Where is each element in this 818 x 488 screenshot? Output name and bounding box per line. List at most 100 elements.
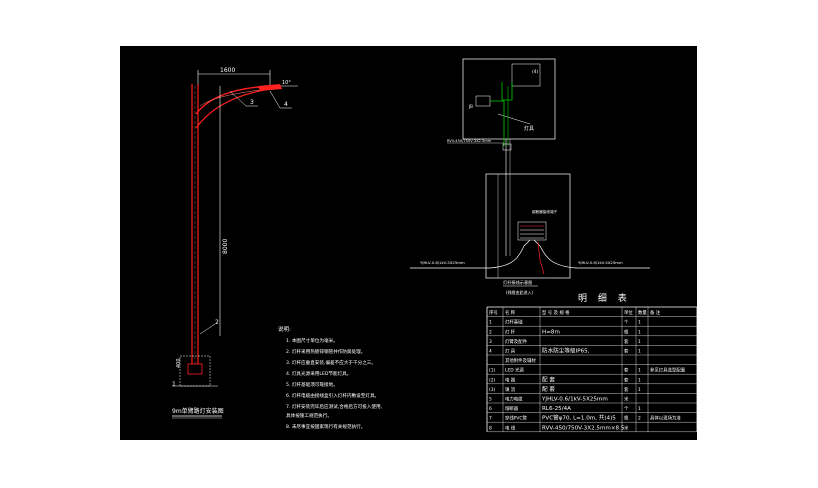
table-cell: 套	[624, 376, 629, 383]
table-cell: 具体以现场为准	[650, 415, 681, 422]
table-cell: RL6-25/4A	[542, 406, 571, 412]
note-3: 3. 灯杆应垂直安装,偏差不应大于千分之三。	[286, 359, 376, 366]
lamp-driver	[511, 63, 541, 87]
pole-foundation	[179, 355, 211, 387]
table-cell: 1	[638, 406, 641, 412]
note-2: 2. 灯杆采用热镀锌钢管并作防腐处理。	[286, 348, 365, 355]
table-cell: H=8m	[542, 329, 560, 335]
note-6: 6. 灯杆电缆由接线盒引入灯杆内敷设至灯具。	[286, 392, 379, 399]
table-title: 明 细 表	[578, 292, 631, 304]
table-cell: 配 套	[542, 375, 555, 383]
design-notes: 说明: 1. 本图尺寸单位为毫米。 2. 灯杆采用热镀锌钢管并作防腐处理。 3.…	[278, 325, 383, 430]
table-cell: 灯臂及配件	[505, 338, 528, 345]
table-cell: LED 光源	[505, 367, 524, 374]
note-5: 5. 灯杆基础须可靠接地。	[286, 381, 338, 388]
lamp-head	[258, 84, 282, 91]
table-header-cell: 数量	[638, 309, 647, 316]
note-7-cont: 具体按施工规范执行。	[286, 412, 332, 419]
table-cell: 配 套	[542, 385, 555, 393]
table-cell: 电 线	[505, 424, 516, 431]
notes-heading: 说明:	[278, 325, 291, 333]
pole-elevation: 1600 10° 8000 3 4 2 400 1 9m单臂路灯安装图	[172, 67, 298, 419]
note-7: 7. 灯杆安装完毕后应测试,合格后方可投入使用,	[286, 403, 383, 410]
table-cell: 根	[624, 415, 629, 422]
table-cell: 3	[489, 339, 492, 345]
lamp-enclosure	[462, 58, 556, 140]
table-cell: 熔断器	[505, 405, 519, 412]
table-cell: YJHLV-0.6/1kV-5X25mm	[541, 397, 608, 403]
wiring-caption-2: (线缆由此进入)	[506, 289, 534, 295]
table-cell: 米	[624, 424, 629, 431]
callout-4: 4	[284, 101, 288, 108]
junction-box	[475, 95, 491, 107]
table-cell: 1	[489, 320, 492, 326]
terminal-block	[517, 221, 547, 241]
table-header-cell: 序号	[489, 309, 498, 316]
table-cell: RVV-450/750V-3X2.5mm×8.5	[542, 425, 625, 431]
table-cell: 穿线PVC管	[505, 415, 527, 422]
table-cell: 1	[638, 329, 641, 335]
table-cell: PVC管φ70, L=1.0m, 共(4)5	[542, 414, 616, 422]
height-label: 8000	[222, 239, 229, 254]
lamp-small-label: (4)	[532, 69, 539, 75]
table-header-cell: 名 称	[505, 309, 516, 316]
cable-left	[410, 239, 531, 269]
table-cell: 套	[624, 348, 629, 355]
table-cell: 2	[638, 416, 641, 422]
left-cable-label: YJHLV-0.6/1kV-5X25mm	[420, 260, 465, 265]
table-cell: (3)	[489, 387, 496, 393]
table-cell: 5	[489, 397, 492, 403]
base-height-label: 400	[176, 358, 182, 368]
upper-cable-label: RVV-450/750V-3X2.5mm	[447, 139, 492, 143]
right-cable-label: YJHLV-0.6/1kV-5X25mm	[578, 260, 623, 265]
table-cell: 1	[638, 339, 641, 345]
note-4: 4. 灯具光源采用LED节能灯具。	[286, 370, 351, 377]
table-cell: 根	[624, 328, 629, 335]
table-cell: 参见灯具选型配置	[650, 367, 686, 374]
green-wire	[490, 100, 505, 146]
table-cell: 套	[624, 367, 629, 374]
table-header-cell: 备 注	[650, 309, 661, 316]
table-header-cell: 单位	[624, 309, 633, 316]
pole-arm-lower	[195, 88, 271, 129]
callout-1: 1	[172, 381, 176, 388]
table-cell: 防水防尘等级IP65,	[542, 347, 590, 355]
dim-top-label: 1600	[220, 67, 235, 74]
table-cell: 其他附件及辅材	[505, 357, 536, 364]
pole-caption: 9m单臂路灯安装图	[172, 407, 224, 415]
table-cell: (1)	[489, 368, 496, 374]
table-cell: 1	[638, 387, 641, 393]
table-cell: 灯 具	[505, 348, 516, 355]
table-header-cell: 型 号 及 规 格	[542, 309, 570, 316]
wiring-diagram: (4) JB 灯具 RVV-450/750V-3X2.5mm 熔断器接线端子 Y…	[410, 58, 650, 295]
table-cell: 6	[489, 406, 492, 412]
table-cell: 7	[489, 416, 492, 422]
cad-drawing: 1600 10° 8000 3 4 2 400 1 9m单臂路灯安装图	[172, 58, 697, 432]
callout-3: 3	[250, 99, 254, 106]
table-cell: 灯杆基础	[505, 319, 523, 326]
note-1: 1. 本图尺寸单位为毫米。	[286, 337, 338, 344]
table-cell: 套	[624, 338, 629, 345]
cad-drawing-canvas: 1600 10° 8000 3 4 2 400 1 9m单臂路灯安装图	[120, 46, 697, 440]
table-cell: 2	[489, 329, 492, 335]
table-cell: 镇 流	[505, 386, 516, 393]
table-cell: 1	[638, 368, 641, 374]
table-cell: 1	[638, 320, 641, 326]
table-cell: 套	[624, 386, 629, 393]
pole-base-box	[485, 173, 571, 279]
table-cell: 1	[638, 349, 641, 355]
table-cell: (2)	[489, 377, 496, 383]
callout-2: 2	[215, 319, 219, 326]
table-cell: 1	[638, 377, 641, 383]
table-cell: 8	[489, 425, 492, 431]
cable-right	[533, 239, 650, 269]
wiring-caption: 灯杆接线示意图	[503, 279, 532, 286]
terminal-label: 熔断器接线端子	[532, 209, 558, 214]
junction-box-label: JB	[468, 104, 473, 109]
lamp-label: 灯具	[524, 125, 534, 132]
table-cell: 4	[489, 349, 492, 355]
table-cell: 个	[624, 406, 629, 412]
table-cell: 电力电缆	[505, 396, 523, 403]
